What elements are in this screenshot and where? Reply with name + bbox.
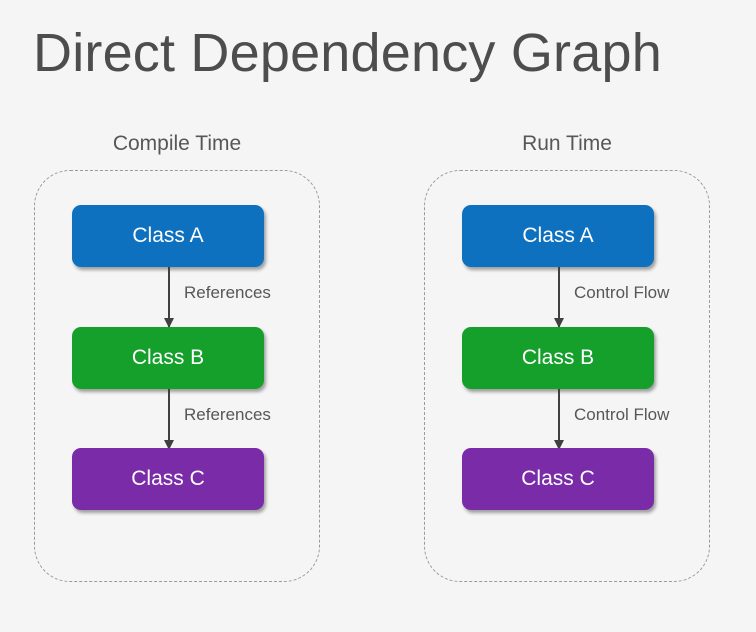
edge-label-b-to-c: Control Flow: [574, 405, 670, 424]
arrowhead-icon: [554, 318, 564, 328]
node-class-b[interactable]: Class B: [462, 327, 654, 389]
node-class-a[interactable]: Class A: [462, 205, 654, 267]
node-class-a[interactable]: Class A: [72, 205, 264, 267]
edge-a-to-b: [554, 267, 564, 328]
arrowhead-icon: [164, 318, 174, 328]
group-title-run-time: Run Time: [522, 132, 612, 155]
arrowhead-icon: [554, 440, 564, 450]
node-class-b[interactable]: Class B: [72, 327, 264, 389]
group-compile-time: Compile Time Class A References Class B …: [34, 132, 320, 582]
group-boundary-compile-time: [34, 170, 320, 582]
edge-label-b-to-c: References: [184, 405, 271, 424]
edge-b-to-c: [164, 389, 174, 450]
edge-label-a-to-b: Control Flow: [574, 283, 670, 302]
node-class-c[interactable]: Class C: [72, 448, 264, 510]
arrowhead-icon: [164, 440, 174, 450]
page-title: Direct Dependency Graph: [33, 23, 662, 83]
group-boundary-run-time: [424, 170, 710, 582]
group-run-time: Run Time Class A Control Flow Class B Co…: [424, 132, 710, 582]
edge-a-to-b: [164, 267, 174, 328]
group-title-compile-time: Compile Time: [112, 132, 242, 155]
edge-label-a-to-b: References: [184, 283, 271, 302]
edge-b-to-c: [554, 389, 564, 450]
node-class-c[interactable]: Class C: [462, 448, 654, 510]
